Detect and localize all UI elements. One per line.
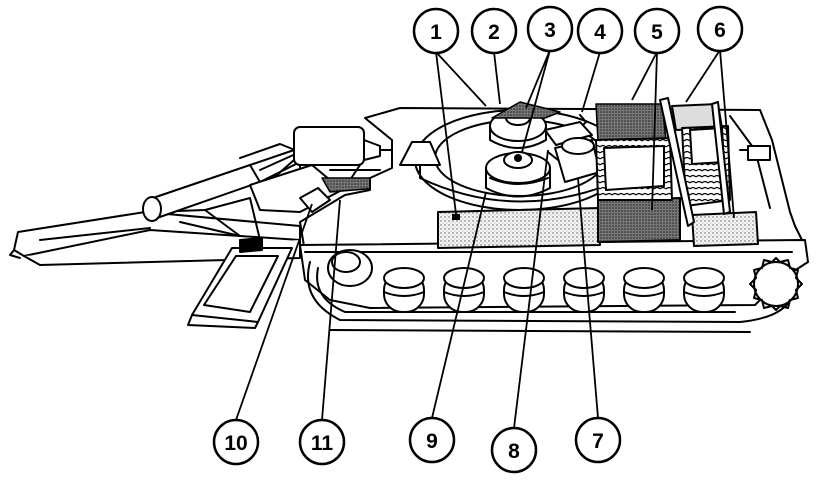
- callout-6: 6: [696, 5, 744, 53]
- callout-1-label: 1: [430, 21, 442, 44]
- spade-blade: [187, 247, 293, 329]
- callout-4-label: 4: [594, 21, 606, 44]
- callout-10-label: 10: [224, 432, 247, 455]
- hydraulic-cylinder: [142, 143, 305, 222]
- callout-10: 10: [212, 418, 260, 466]
- stowage-box-mid: [597, 197, 681, 243]
- callout-5-label: 5: [651, 21, 663, 44]
- engine-grille: [595, 103, 731, 207]
- callout-5: 5: [633, 7, 681, 55]
- winch-drum-lower: [485, 151, 551, 198]
- leader-lines: [235, 49, 735, 429]
- boom-bracket: [239, 164, 381, 253]
- callout-7: 7: [574, 416, 622, 464]
- road-wheels: [327, 249, 725, 313]
- stowage-box-front: [437, 207, 601, 249]
- callout-9: 9: [408, 416, 456, 464]
- callout-7-label: 7: [592, 430, 604, 453]
- callout-9-label: 9: [426, 430, 438, 453]
- track: [307, 261, 791, 333]
- callout-11-label: 11: [311, 432, 334, 455]
- callout-8: 8: [490, 426, 538, 474]
- callout-11: 11: [298, 418, 346, 466]
- callout-1: 1: [412, 7, 460, 55]
- callout-2: 2: [470, 7, 518, 55]
- stowed-bar: [659, 97, 731, 227]
- callout-4: 4: [576, 7, 624, 55]
- stowage-box-rear: [691, 211, 759, 247]
- callout-3-label: 3: [544, 19, 556, 42]
- callout-3: 3: [526, 5, 574, 53]
- callout-2-label: 2: [488, 21, 500, 44]
- a-frame-boom: [9, 197, 301, 266]
- callout-6-label: 6: [714, 19, 726, 42]
- callout-8-label: 8: [508, 440, 520, 463]
- drive-sprocket: [749, 257, 803, 311]
- valve-block: [544, 121, 601, 183]
